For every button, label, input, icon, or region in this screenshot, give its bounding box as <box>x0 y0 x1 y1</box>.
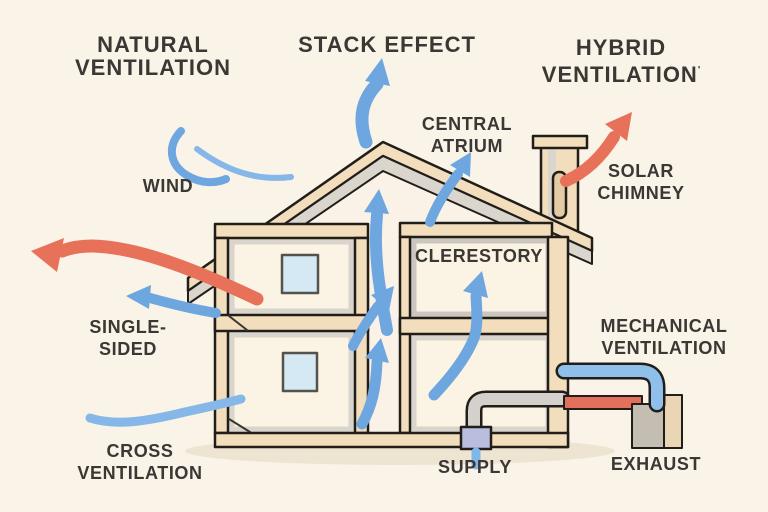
house-floor <box>213 431 570 449</box>
central-atrium-label: CENTRAL ATRIUM <box>421 114 513 156</box>
clerestory-airflow-arrow <box>428 271 488 401</box>
upper-left-window <box>280 253 320 295</box>
solar-chimney-arrow <box>560 112 632 187</box>
single-sided-arrow <box>126 285 221 318</box>
natural-ventilation-title: NATURAL VENTILATION <box>75 33 231 79</box>
supply-label: SUPPLY <box>438 457 512 477</box>
solar-chimney-label: SOLAR CHIMNEY <box>597 161 685 203</box>
supply-pipe-blue <box>555 362 666 413</box>
stack-effect-title: STACK EFFECT <box>298 33 476 56</box>
central-atrium-arrow <box>425 152 471 227</box>
mechanical-ventilation-label: MECHANICAL VENTILATION <box>600 316 728 358</box>
hybrid-ventilation-title-line1: HYBRID <box>575 35 667 60</box>
wind-label: WIND <box>142 176 194 196</box>
single-sided-label: SINGLE- SIDED <box>89 317 167 359</box>
stack-effect-title-line1: STACK EFFECT <box>298 32 476 57</box>
left-room-block <box>213 222 370 435</box>
exhaust-label: EXHAUST <box>610 454 702 474</box>
clerestory-label: CLERESTORY <box>414 246 544 266</box>
natural-ventilation-title-line2: VENTILATION <box>74 55 232 80</box>
cross-ventilation-label: CROSS VENTILATION <box>77 441 203 483</box>
natural-ventilation-title-line1: NATURAL <box>97 32 209 57</box>
cross-ventilation-arrow <box>85 394 246 427</box>
lower-left-window <box>281 351 319 393</box>
exhaust-pipe-red <box>563 395 643 410</box>
atrium-airflow-arrow-main <box>364 189 393 336</box>
supply-unit <box>459 425 493 451</box>
hybrid-title-mark: ʹ <box>697 65 701 76</box>
hybrid-ventilation-title-line2: VENTILATIONʹ <box>541 62 701 87</box>
natural-vent-exhaust-arrow <box>31 238 264 306</box>
atrium-airflow-arrow-lower <box>356 338 389 430</box>
supply-duct <box>465 390 571 438</box>
hybrid-ventilation-title: HYBRID VENTILATIONʹ <box>542 36 700 86</box>
stack-effect-arrow <box>355 58 390 149</box>
wind-gust-arrow <box>168 127 294 187</box>
